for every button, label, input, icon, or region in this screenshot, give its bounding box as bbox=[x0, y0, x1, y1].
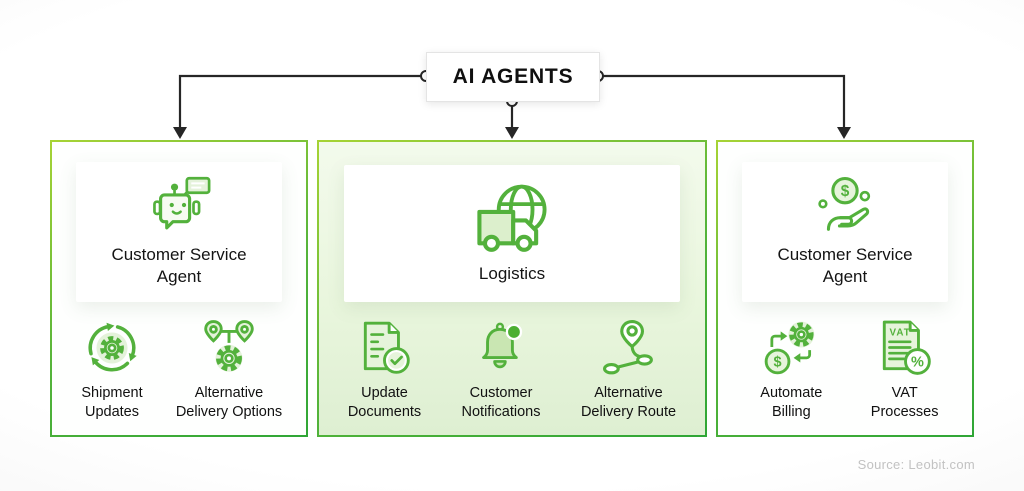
logistics-truck-globe-icon bbox=[473, 183, 551, 253]
list-item: Update Documents bbox=[339, 319, 431, 422]
source-attribution: Source: Leobit.com bbox=[857, 457, 975, 472]
list-item: Alternative Delivery Route bbox=[572, 319, 686, 422]
list-item: Alternative Delivery Options bbox=[172, 319, 286, 422]
alternative-delivery-options-icon bbox=[200, 319, 258, 377]
card-items: Shipment Updates Altern bbox=[52, 319, 306, 435]
item-label: Alternative Delivery Route bbox=[580, 385, 677, 420]
chatbot-icon bbox=[144, 176, 214, 234]
card-title: Logistics bbox=[478, 263, 546, 283]
vat-processes-icon: VAT % bbox=[876, 319, 934, 377]
card-title: Customer Service Agent bbox=[777, 245, 913, 286]
card-customer-service-agent-right: $ Customer Service Agent bbox=[716, 140, 974, 437]
list-item: Shipment Updates bbox=[72, 319, 152, 422]
list-item: VAT % VAT Processes bbox=[865, 319, 945, 422]
card-title: Customer Service Agent bbox=[111, 245, 247, 286]
alternative-delivery-route-icon bbox=[600, 319, 658, 377]
percent-symbol: % bbox=[911, 355, 924, 371]
list-item: $ Automate Billing bbox=[745, 319, 837, 422]
item-label: Automate Billing bbox=[760, 385, 823, 420]
money-hand-icon: $ bbox=[813, 176, 877, 234]
list-item: Customer Notifications bbox=[450, 319, 552, 422]
item-label: Update Documents bbox=[347, 385, 422, 420]
dollar-symbol: $ bbox=[841, 183, 850, 200]
item-label: Customer Notifications bbox=[461, 385, 541, 420]
customer-notifications-icon bbox=[472, 319, 530, 377]
ai-agents-box: AI AGENTS bbox=[426, 52, 600, 102]
card-header-panel: Logistics bbox=[344, 165, 680, 302]
dollar-symbol: $ bbox=[774, 355, 782, 371]
ai-agents-title: AI AGENTS bbox=[452, 65, 574, 88]
automate-billing-icon: $ bbox=[762, 319, 820, 377]
item-label: Shipment Updates bbox=[81, 385, 143, 420]
card-header-panel: Customer Service Agent bbox=[76, 162, 282, 302]
card-logistics: Logistics Update Docum bbox=[317, 140, 707, 437]
card-header-panel: $ Customer Service Agent bbox=[742, 162, 948, 302]
item-label: Alternative Delivery Options bbox=[175, 385, 283, 420]
shipment-updates-icon bbox=[83, 319, 141, 377]
card-items: $ Automate Billing VAT % bbox=[718, 319, 972, 435]
card-customer-service-agent-left: Customer Service Agent bbox=[50, 140, 308, 437]
item-label: VAT Processes bbox=[870, 385, 939, 420]
card-items: Update Documents Customer Notifications bbox=[319, 319, 705, 435]
update-documents-icon bbox=[356, 319, 414, 377]
vat-label: VAT bbox=[889, 328, 910, 339]
